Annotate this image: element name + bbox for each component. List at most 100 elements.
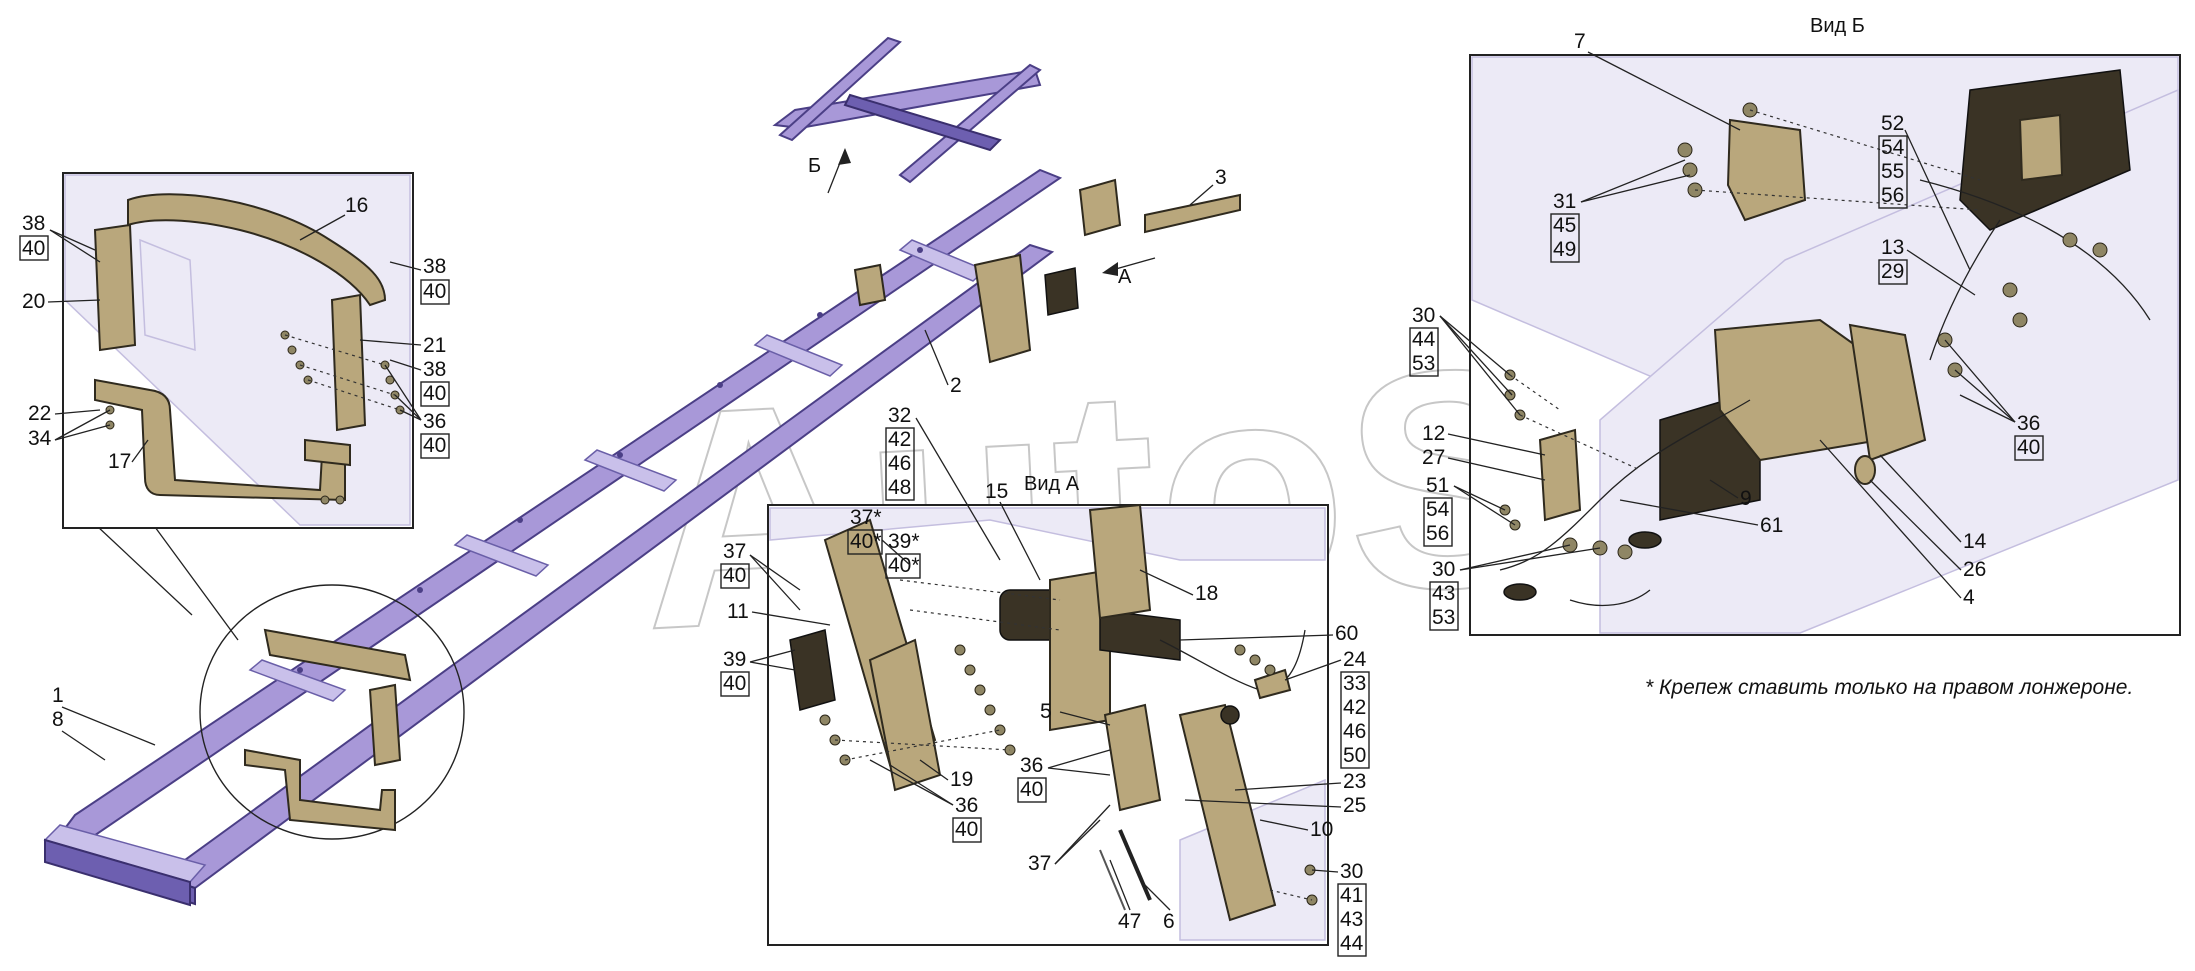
view-a-title: Вид А [1024, 473, 1080, 495]
label-37-b: 37 [1028, 852, 1051, 875]
plate-bracket-2 [973, 253, 1032, 364]
label-40-b: 40 [423, 280, 446, 303]
crossmember-2 [453, 534, 550, 577]
label-32: 32 [888, 404, 911, 427]
label-39-star: 39* [888, 530, 920, 553]
cable-upper [1919, 179, 2151, 321]
arrow-a-head [1102, 262, 1118, 276]
label-41: 41 [1340, 884, 1363, 907]
crossmember-1 [248, 659, 347, 702]
label-37-star: 37* [850, 506, 882, 529]
front-bracket [1078, 178, 1122, 237]
label-8: 8 [52, 708, 64, 731]
plate-12 [1538, 428, 1582, 522]
label-13: 13 [1881, 236, 1904, 259]
label-40-b2: 40 [723, 672, 746, 695]
label-44-a: 44 [1340, 932, 1364, 955]
detail-connector-line-1 [96, 525, 193, 616]
label-18: 18 [1195, 582, 1218, 605]
inset-detail-labels: 16 38 40 38 40 20 21 38 40 22 34 17 36 4… [19, 194, 450, 473]
label-52: 52 [1881, 112, 1904, 135]
view-b-title: Вид Б [1810, 15, 1865, 37]
label-36: 36 [423, 410, 446, 433]
label-46-b: 46 [1343, 720, 1366, 743]
u-bracket-17-small [244, 748, 396, 832]
label-7: 7 [1574, 30, 1586, 53]
label-38-b: 38 [423, 255, 446, 278]
label-42-a: 42 [888, 428, 911, 451]
label-36-b: 36 [955, 794, 978, 817]
main-labels: 1 8 2 3 Б А [52, 155, 1227, 761]
pin-6 [1118, 829, 1152, 901]
label-53-a: 53 [1412, 352, 1435, 375]
plate-4-side [1848, 323, 1927, 462]
label-30-c: 30 [1432, 558, 1455, 581]
label-60: 60 [1335, 622, 1358, 645]
hitch-body [1099, 609, 1181, 661]
label-31: 31 [1553, 190, 1576, 213]
label-43-b: 43 [1432, 582, 1455, 605]
crossmember-4 [753, 334, 844, 377]
view-b-labels: Вид Б 7 31 45 49 52 54 55 56 13 29 30 44… [1409, 15, 2044, 631]
label-47: 47 [1118, 910, 1141, 933]
front-left-extension [778, 36, 902, 142]
label-40-d: 40 [423, 434, 446, 457]
arm-10 [1178, 703, 1277, 922]
connector-24 [1253, 668, 1292, 700]
label-36-a: 36 [1020, 754, 1043, 777]
label-4: 4 [1963, 586, 1975, 609]
label-40-a: 40 [22, 237, 45, 260]
label-39: 39 [723, 648, 746, 671]
arrow-b-head [838, 148, 851, 165]
label-55: 55 [1881, 160, 1904, 183]
rear-crossmember-face [44, 838, 191, 907]
arrow-a-label: А [1118, 266, 1132, 288]
bolt-head-30b [1628, 531, 1662, 549]
mounting-note: * Крепеж ставить только на правом лонжер… [1645, 676, 2133, 699]
label-49: 49 [1553, 238, 1576, 261]
bracket-39 [789, 629, 836, 711]
label-37-a: 37 [723, 540, 746, 563]
ring-26 [1854, 455, 1876, 485]
label-61: 61 [1760, 514, 1783, 537]
label-19: 19 [950, 768, 973, 791]
label-30-b: 30 [1412, 304, 1435, 327]
bracket-7 [1726, 118, 1807, 222]
front-right-extension [898, 63, 1042, 184]
label-56-b: 56 [1426, 522, 1449, 545]
label-53-b: 53 [1432, 606, 1455, 629]
bracket-20 [93, 223, 137, 352]
label-48: 48 [888, 476, 911, 499]
crossbar-16-small [263, 628, 412, 682]
label-2: 2 [950, 374, 962, 397]
label-54-b: 54 [1426, 498, 1450, 521]
view-b-panel [1469, 54, 2181, 636]
arrow-b-label: Б [808, 155, 821, 177]
label-27: 27 [1422, 446, 1445, 469]
label-20: 20 [22, 290, 45, 313]
view-a-labels: Вид А 32 42 46 48 15 37* 40* 39* 40* 37 … [720, 404, 1370, 957]
pin-47 [1099, 849, 1126, 911]
rotation-arc [1569, 589, 1651, 607]
label-38-c: 38 [423, 358, 446, 381]
label-40-c: 40 [423, 382, 446, 405]
crossbar-16 [127, 193, 387, 307]
label-40-star-a: 40* [850, 530, 882, 553]
label-23: 23 [1343, 770, 1366, 793]
tow-bar-3 [1144, 193, 1241, 234]
label-40-c2: 40 [1020, 778, 1043, 801]
label-1: 1 [52, 684, 64, 707]
label-51: 51 [1426, 474, 1449, 497]
label-54-a: 54 [1881, 136, 1905, 159]
label-36-c: 36 [2017, 412, 2040, 435]
label-21: 21 [423, 334, 446, 357]
label-15: 15 [985, 480, 1008, 503]
label-14: 14 [1963, 530, 1987, 553]
label-40-star-b: 40* [888, 554, 920, 577]
label-5: 5 [1040, 700, 1052, 723]
label-25: 25 [1343, 794, 1366, 817]
bracket-18 [1088, 503, 1152, 620]
label-6: 6 [1163, 910, 1175, 933]
frame-fragment-20 [139, 238, 196, 352]
